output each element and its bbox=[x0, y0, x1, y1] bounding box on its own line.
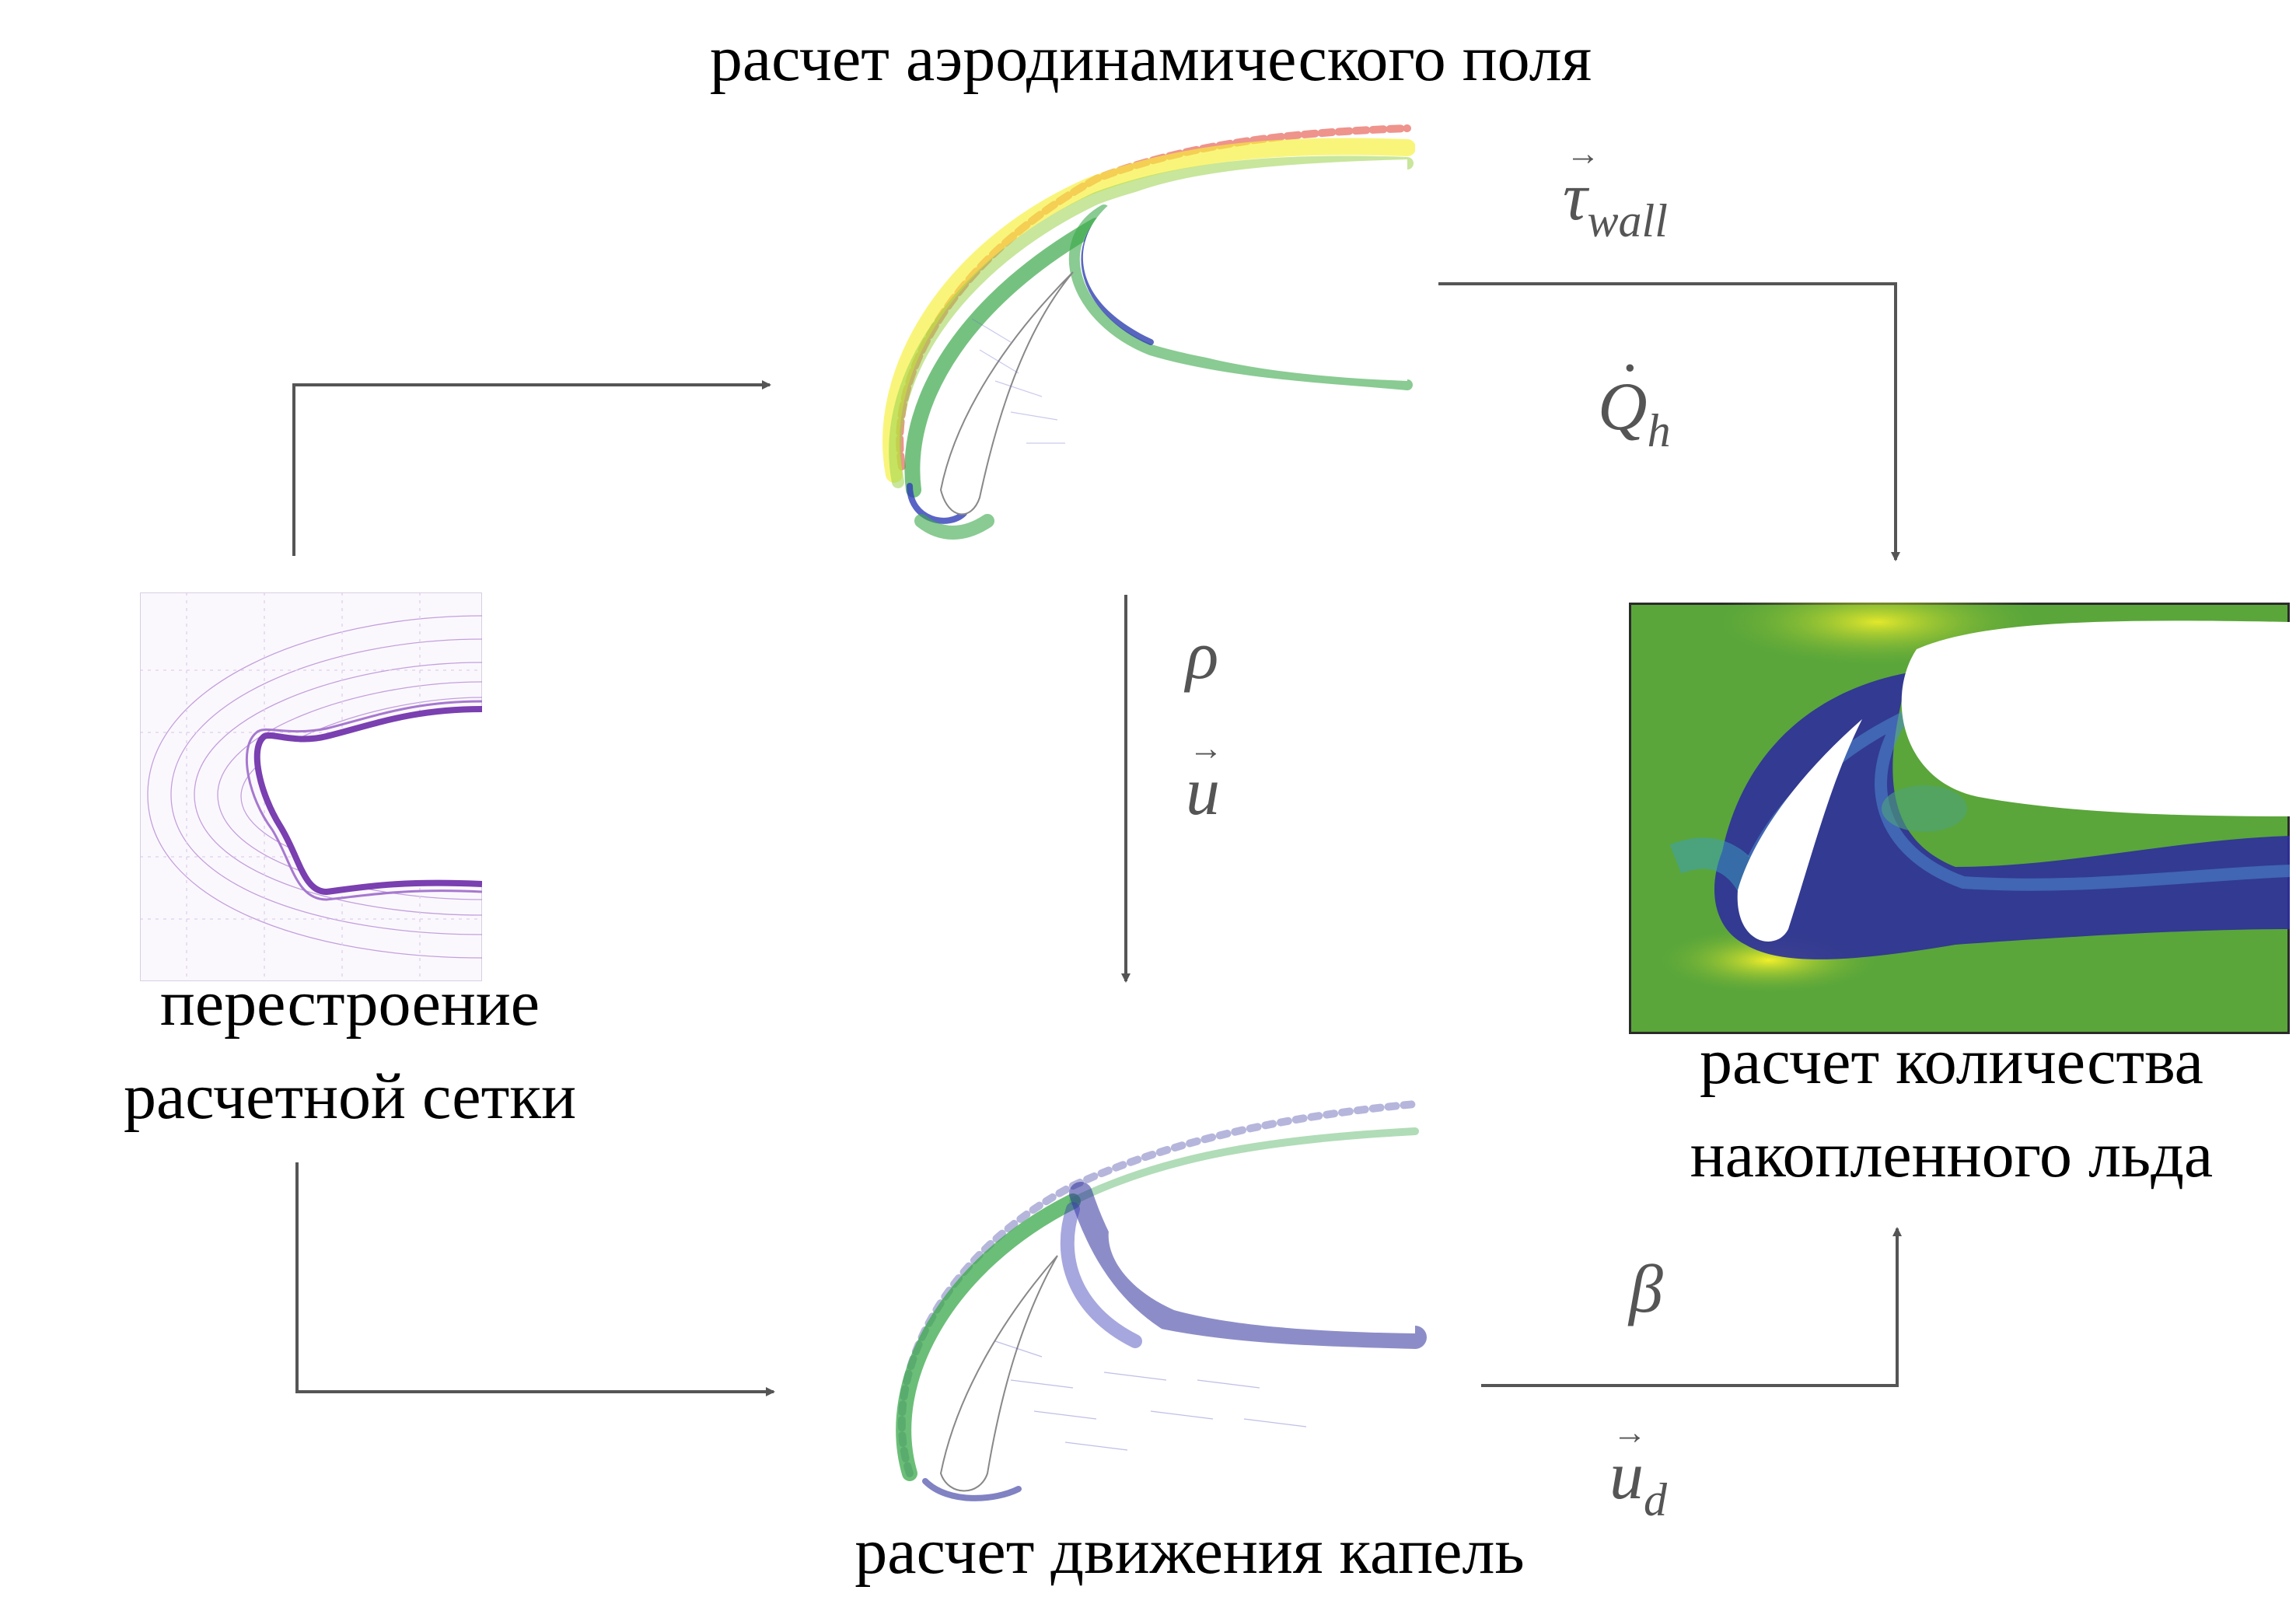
droplet-motion-panel bbox=[896, 1100, 1427, 1501]
droplet-motion-title: расчет движения капель bbox=[854, 1515, 1525, 1588]
tau-wall-symbol: τwall bbox=[1563, 137, 1668, 244]
ice-amount-panel bbox=[1629, 603, 2290, 1034]
arrow-droplet-to-ice bbox=[1481, 1227, 1902, 1387]
arrow-mesh-to-aero bbox=[292, 380, 771, 556]
mesh-panel bbox=[140, 592, 482, 981]
rho-symbol: ρ bbox=[1186, 618, 1219, 694]
ice-amount-label-line2: накопленного льда bbox=[1690, 1119, 2214, 1191]
aero-field-title: расчет аэродинамического поля bbox=[709, 23, 1592, 95]
ice-amount-label-line1: расчет количества bbox=[1700, 1026, 2203, 1098]
u-vector-symbol: u bbox=[1186, 732, 1223, 826]
arrow-aero-to-ice bbox=[1438, 282, 1900, 561]
arrow-mesh-to-droplet bbox=[295, 1162, 775, 1396]
q-h-symbol: Qh bbox=[1598, 337, 1671, 454]
beta-symbol: β bbox=[1629, 1252, 1663, 1327]
u-d-vector-symbol: ud bbox=[1609, 1416, 1667, 1523]
mesh-rebuild-label-line2: расчетной сетки bbox=[123, 1061, 577, 1133]
aero-field-panel bbox=[882, 124, 1415, 540]
